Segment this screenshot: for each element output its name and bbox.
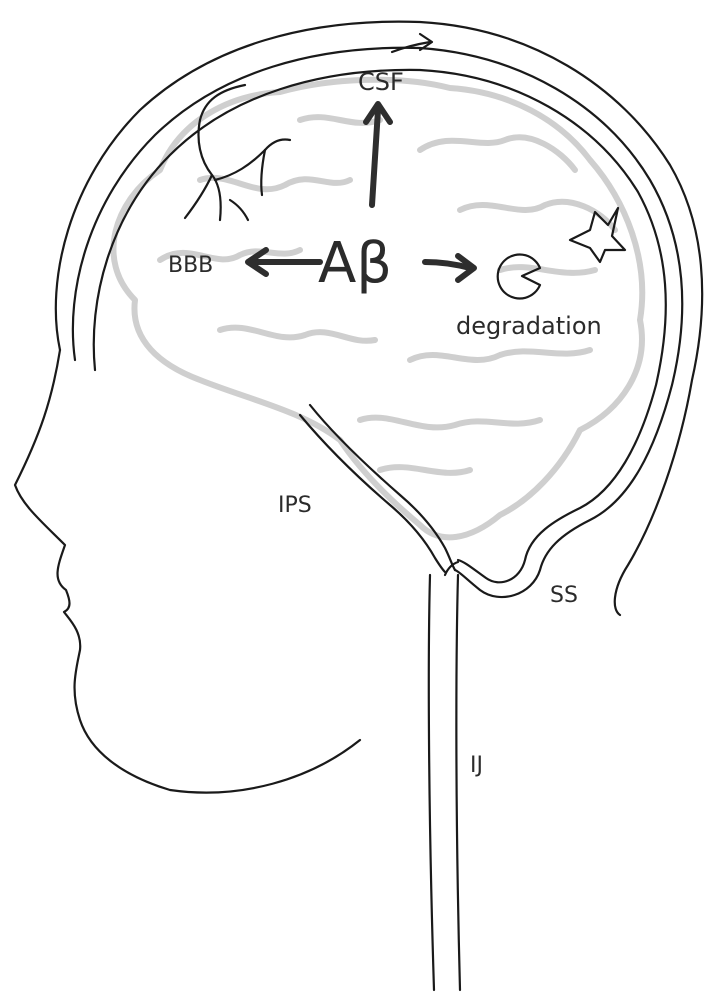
label-abeta: Aβ <box>318 231 392 296</box>
label-csf: CSF <box>358 68 404 96</box>
label-bbb: BBB <box>168 253 213 278</box>
label-degradation: degradation <box>456 312 602 340</box>
arrow-to-degradation <box>425 256 474 280</box>
label-ij: IJ <box>470 753 483 778</box>
vessel-tree-icon <box>185 85 290 220</box>
label-ips: IPS <box>278 493 312 518</box>
label-ss: SS <box>550 583 578 608</box>
sinus-lines <box>73 48 682 990</box>
arrow-to-csf <box>366 104 390 205</box>
pacman-enzyme-icon <box>498 255 540 299</box>
head-outline <box>15 22 702 793</box>
